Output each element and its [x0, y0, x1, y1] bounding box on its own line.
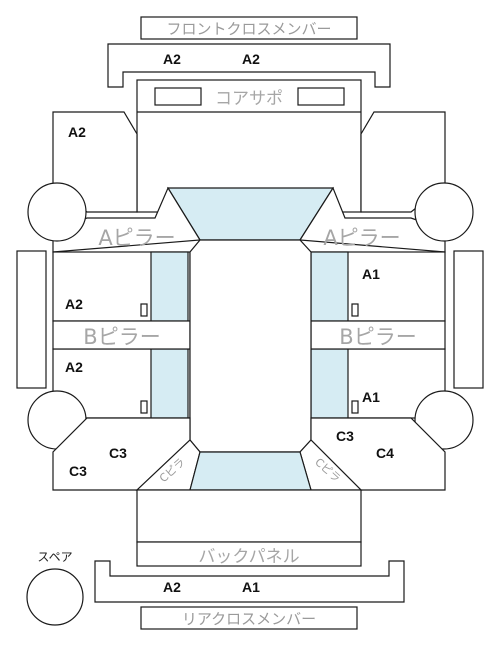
a-pillar-left-label: Aピラー: [98, 226, 175, 250]
b-pillar-right[interactable]: [310, 320, 446, 350]
rear-bumper-grade-left: A2: [163, 579, 181, 595]
b-pillar-right-label: Bピラー: [339, 325, 416, 349]
front-cross-member-box[interactable]: [140, 16, 358, 40]
front-left-tyre[interactable]: [27, 182, 87, 242]
core-support-right-box[interactable]: [297, 87, 345, 106]
front-bumper-grade-right: A2: [242, 51, 260, 67]
roof-panel[interactable]: [189, 239, 312, 453]
back-panel-label: バックパネル: [198, 547, 299, 567]
rear-right-door-handle: [351, 400, 359, 414]
spare-label: スペア: [37, 550, 72, 564]
rear-right-window[interactable]: [310, 348, 349, 419]
rear-left-window[interactable]: [150, 348, 189, 419]
front-right-door-grade: A1: [362, 266, 380, 282]
rear-left-door-handle: [140, 400, 148, 414]
front-left-fender-grade: A2: [68, 124, 86, 140]
front-cross-member-label: フロントクロスメンバー: [166, 20, 331, 38]
rear-left-corner-grade: C3: [69, 463, 87, 479]
core-support-left-box[interactable]: [154, 87, 202, 106]
right-side-sill[interactable]: [453, 250, 484, 389]
rear-bumper-grade-right: A1: [242, 579, 260, 595]
rear-bumper[interactable]: [94, 560, 405, 603]
rear-right-door-grade: A1: [362, 389, 380, 405]
b-pillar-left-label: Bピラー: [83, 325, 160, 349]
spare-tyre[interactable]: [26, 568, 84, 626]
front-right-tyre[interactable]: [414, 182, 474, 242]
rear-window[interactable]: [189, 451, 312, 491]
left-side-sill[interactable]: [16, 250, 47, 389]
front-bumper[interactable]: [107, 43, 391, 88]
front-left-door-handle: [140, 303, 148, 317]
front-right-window[interactable]: [310, 251, 349, 322]
b-pillar-left[interactable]: [52, 320, 191, 350]
rear-right-corner-grade: C4: [376, 445, 394, 461]
front-bumper-grade-left: A2: [163, 51, 181, 67]
rear-cross-member-box[interactable]: [140, 606, 358, 630]
rear-cross-member-label: リアクロスメンバー: [182, 610, 316, 628]
front-left-door-grade: A2: [65, 296, 83, 312]
core-support-label: コアサポ: [215, 89, 283, 109]
rear-left-door-grade: A2: [65, 359, 83, 375]
a-pillar-right-label: Aピラー: [323, 226, 400, 250]
rear-left-inner-grade: C3: [109, 445, 127, 461]
rear-right-tyre[interactable]: [414, 390, 474, 450]
back-panel-box[interactable]: [136, 541, 362, 567]
front-left-window[interactable]: [150, 251, 189, 322]
rear-right-inner-grade: C3: [336, 428, 354, 444]
trunk-lid[interactable]: [136, 489, 362, 543]
front-right-door-handle: [351, 303, 359, 317]
